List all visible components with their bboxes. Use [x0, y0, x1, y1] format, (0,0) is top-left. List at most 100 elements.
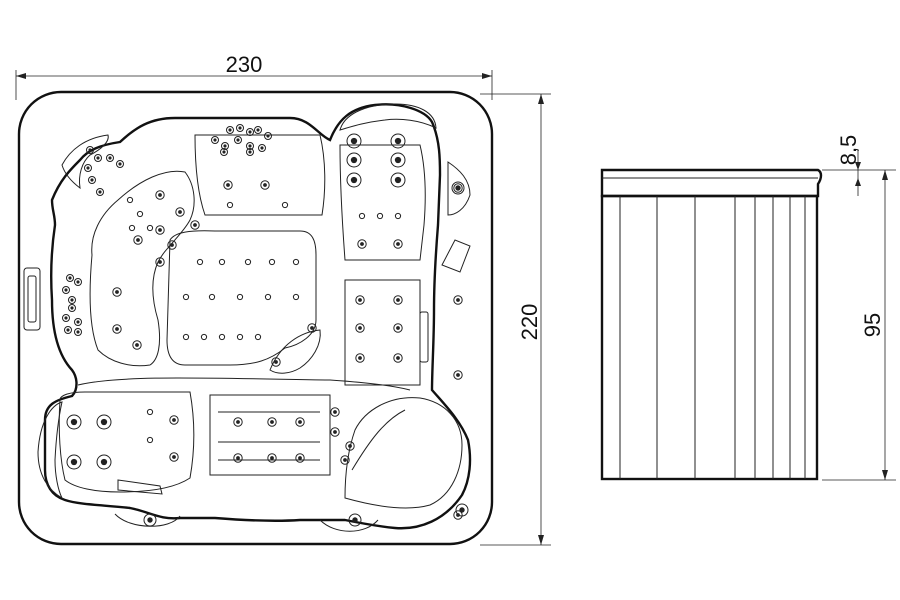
jet-icon — [393, 353, 403, 363]
jet-center — [248, 130, 252, 134]
jet-icon — [211, 136, 219, 144]
jet-icon — [340, 455, 350, 465]
jet-center — [90, 178, 94, 182]
jet-icon — [128, 224, 136, 232]
jet-center — [298, 420, 302, 424]
jet-icon — [295, 417, 305, 427]
jet-icon — [68, 304, 76, 312]
spa-cabinet — [600, 194, 819, 481]
jet-center — [222, 150, 226, 154]
jet-icon — [143, 513, 157, 527]
jet-icon — [112, 324, 122, 334]
jet-center — [248, 144, 252, 148]
jet-center — [270, 456, 274, 460]
jet-icon — [453, 295, 463, 305]
jet-icon — [96, 414, 112, 430]
jet-center — [228, 128, 232, 132]
right-top-seat — [339, 144, 426, 261]
jet-icon — [84, 164, 92, 172]
jet-center — [238, 126, 242, 130]
jet-icon — [390, 152, 406, 168]
jet-center — [456, 298, 460, 302]
jet-icon — [226, 126, 234, 134]
jet-center — [70, 458, 78, 466]
central-seat — [166, 230, 317, 366]
jet-icon — [355, 295, 365, 305]
jet-center — [236, 420, 240, 424]
jet-icon — [268, 258, 276, 266]
jet-icon — [271, 357, 281, 367]
jet-center — [274, 360, 278, 364]
jet-center — [455, 185, 461, 191]
jet-center — [236, 138, 240, 142]
jet-icon — [88, 176, 96, 184]
jet-icon — [218, 258, 226, 266]
right-mid-seat — [344, 279, 421, 386]
width-label: 230 — [226, 52, 263, 77]
jet-icon — [155, 257, 165, 267]
jet-icon — [175, 207, 185, 217]
jet-icon — [126, 196, 134, 204]
jet-center — [248, 150, 252, 154]
jet-icon — [182, 333, 190, 341]
jet-center — [213, 138, 217, 142]
jet-center — [118, 162, 122, 166]
jet-icon — [390, 133, 406, 149]
side-view: 8,5 95 — [600, 135, 896, 481]
jet-icon — [355, 323, 365, 333]
height-label: 95 — [860, 313, 885, 337]
jet-icon — [295, 453, 305, 463]
jet-icon — [393, 295, 403, 305]
width-dimension: 230 — [15, 52, 493, 100]
spa-inner-contour — [43, 103, 472, 530]
jet-icon — [346, 152, 362, 168]
jet-center — [193, 223, 197, 227]
jet-center — [172, 418, 176, 422]
jet-icon — [94, 154, 102, 162]
jet-icon — [116, 160, 124, 168]
jet-icon — [453, 370, 463, 380]
jet-icon — [267, 417, 277, 427]
jet-center — [158, 228, 162, 232]
jet-icon — [155, 225, 165, 235]
jet-center — [115, 290, 119, 294]
jet-center — [64, 316, 68, 320]
jet-icon — [74, 278, 82, 286]
jet-icon — [345, 441, 355, 451]
jet-icon — [244, 258, 252, 266]
jet-icon — [64, 326, 72, 334]
right-handle — [441, 239, 471, 273]
jet-center — [358, 298, 362, 302]
jet-icon — [112, 287, 122, 297]
jet-center — [396, 298, 400, 302]
jet-icon — [146, 408, 154, 416]
jet-icon — [292, 293, 300, 301]
jet-icon — [233, 453, 243, 463]
jet-center — [172, 455, 176, 459]
jet-icon — [223, 180, 233, 190]
jet-center — [260, 146, 264, 150]
jet-center — [256, 128, 260, 132]
jet-icon — [190, 220, 200, 230]
jet-icon — [393, 239, 403, 249]
depth-dimension: 220 — [480, 93, 551, 546]
jet-center — [236, 456, 240, 460]
jet-center — [100, 458, 108, 466]
top-seat — [194, 134, 326, 216]
jet-icon — [86, 146, 94, 154]
jet-center — [333, 410, 337, 414]
jet-icon — [330, 427, 340, 437]
jet-center — [70, 298, 74, 302]
jet-center — [88, 148, 92, 152]
jet-icon — [146, 436, 154, 444]
jet-icon — [62, 314, 70, 322]
jet-center — [456, 373, 460, 377]
jet-center — [333, 430, 337, 434]
jet-icon — [96, 188, 104, 196]
jet-icon — [346, 172, 362, 188]
jet-center — [76, 280, 80, 284]
lip-dimension: 8,5 — [822, 135, 896, 196]
jet-icon — [167, 240, 177, 250]
